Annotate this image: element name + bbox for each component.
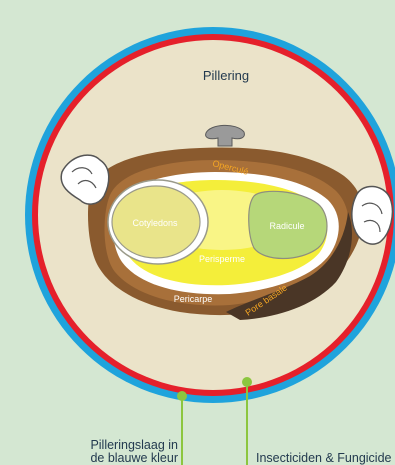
callout-coating: Pilleringslaag in de blauwe kleur — [66, 439, 178, 465]
label-perisperm: Perisperme — [199, 254, 245, 264]
label-pericarp: Pericarpe — [174, 294, 213, 304]
callout-treatment: Insecticiden & Fungicide — [256, 452, 392, 465]
label-cotyledons: Cotyledons — [132, 218, 178, 228]
diagram-title: Pillering — [203, 68, 249, 83]
label-radicle: Radicule — [269, 221, 304, 231]
seed-ridge-right-icon — [352, 186, 393, 244]
callout-dot-treatment — [242, 377, 252, 387]
callout-coating-line2: de blauwe kleur — [66, 452, 178, 465]
callout-dot-coating — [177, 391, 187, 401]
